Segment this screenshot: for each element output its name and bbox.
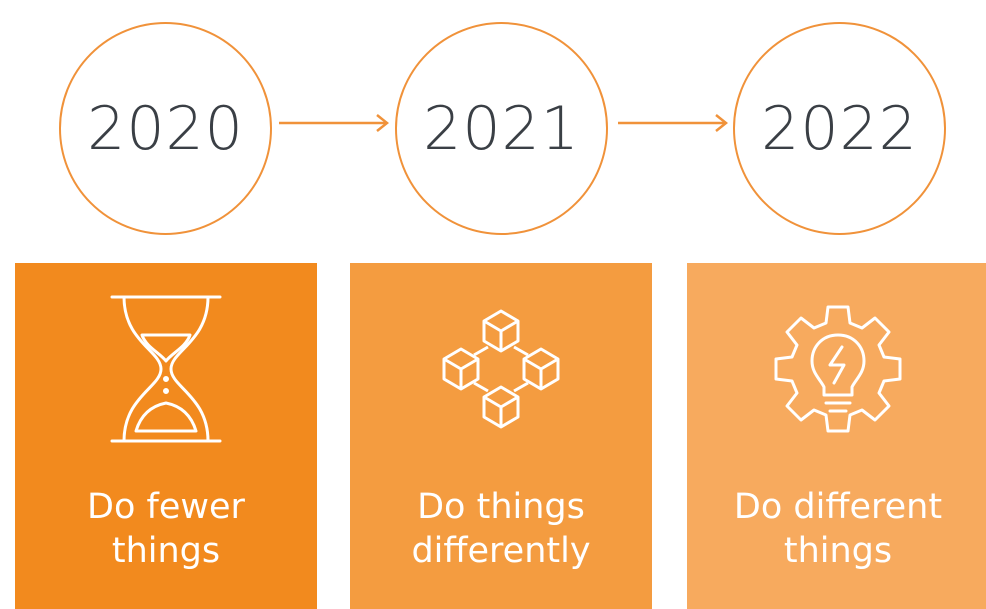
card-label: Do fewer things xyxy=(15,485,317,573)
card-label-line: Do different xyxy=(733,487,943,527)
card-do-fewer-things: Do fewer things xyxy=(15,263,317,609)
arrow-right-icon xyxy=(279,114,390,132)
card-do-things-differently: Do things differently xyxy=(350,263,652,609)
arrow-right-icon xyxy=(618,114,729,132)
year-label: 2021 xyxy=(423,93,580,164)
card-label: Do different things xyxy=(687,485,986,573)
blocks-icon xyxy=(442,309,560,429)
gear-lightbulb-icon xyxy=(774,305,902,433)
year-circle-2022: 2022 xyxy=(733,22,946,235)
card-label-line: things xyxy=(783,531,893,571)
card-label-line: Do things xyxy=(417,487,585,527)
card-label-line: differently xyxy=(411,531,591,571)
year-circle-2021: 2021 xyxy=(395,22,608,235)
card-do-different-things: Do different things xyxy=(687,263,986,609)
card-label: Do things differently xyxy=(350,485,652,573)
card-label-line: Do fewer xyxy=(87,487,245,527)
year-label: 2022 xyxy=(761,93,918,164)
year-label: 2020 xyxy=(87,93,244,164)
hourglass-icon xyxy=(110,295,222,443)
year-circle-2020: 2020 xyxy=(59,22,272,235)
card-label-line: things xyxy=(111,531,221,571)
